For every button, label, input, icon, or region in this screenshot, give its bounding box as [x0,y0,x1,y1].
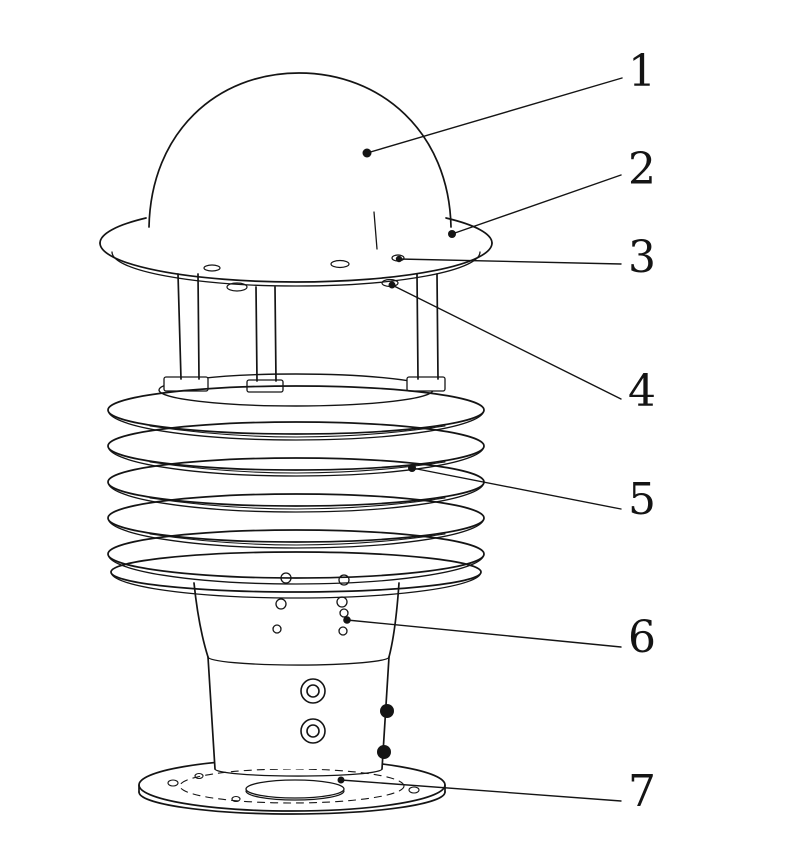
louver-stack [107,385,485,599]
callout-label-7: 7 [628,766,656,817]
leader-line-7 [340,779,622,802]
callout-label-4: 4 [628,366,656,417]
callout-label-6: 6 [628,612,656,663]
leader-line-3 [398,258,622,265]
neck-and-body [193,572,400,784]
drawing-root [99,72,623,815]
leader-line-1 [366,77,623,154]
dome-outline [148,72,452,250]
leader-line-6 [346,619,622,648]
base-flange [138,758,446,815]
support-posts [158,273,446,407]
leader-line-4 [391,284,622,400]
leader-line-5 [411,467,622,510]
callout-label-1: 1 [628,46,656,97]
cap-ring [99,217,493,292]
callout-label-2: 2 [628,144,656,195]
callout-label-5: 5 [628,474,656,525]
callout-label-3: 3 [628,232,656,283]
leader-line-2 [451,174,622,235]
callout-leaders [340,77,623,802]
